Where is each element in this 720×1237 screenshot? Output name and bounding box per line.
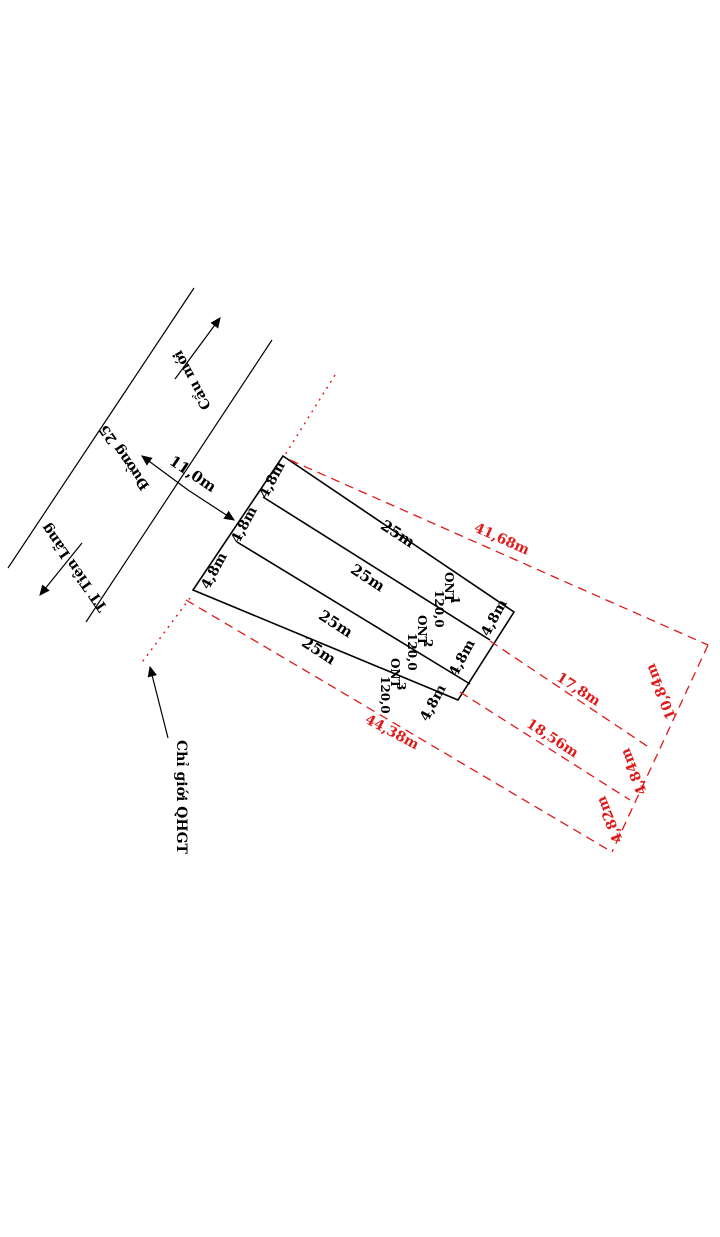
tien-lang-label: TT Tiên Lãng <box>37 520 111 615</box>
dim-side2-label: 4,84m <box>618 746 651 798</box>
svg-text:3: 3 <box>394 682 408 690</box>
svg-text:120,0: 120,0 <box>432 590 446 628</box>
dim-top-label: 41,68m <box>472 520 532 559</box>
arrow-to-new-bridge <box>174 317 221 380</box>
new-bridge-label: Cầu mới <box>169 348 214 413</box>
dim-side3-label: 4,82m <box>594 794 627 846</box>
road-width-arrow-left <box>141 455 189 491</box>
dim-line-mid1 <box>489 640 651 749</box>
svg-text:1: 1 <box>448 596 462 604</box>
dim-line-mid2 <box>459 691 631 801</box>
lot3-code: ONT 3 120,0 <box>378 658 408 714</box>
lot2-length: 25m <box>347 560 388 595</box>
lot-divider-2-3 <box>236 541 471 685</box>
lot2-code: ONT 2 120,0 <box>405 615 435 671</box>
lot1-code: ONT 1 120,0 <box>432 572 462 628</box>
svg-text:2: 2 <box>421 639 435 647</box>
svg-text:ONT: ONT <box>388 658 402 688</box>
lot3-front-width: 4,8m <box>198 550 231 592</box>
svg-text:120,0: 120,0 <box>405 633 419 671</box>
lot-divider-1-2 <box>262 496 491 641</box>
planning-boundary-label: Chỉ giới QHGT <box>173 740 190 855</box>
svg-text:ONT: ONT <box>442 572 456 602</box>
dim-bottom-label: 44,38m <box>362 712 421 754</box>
road-edge-inner <box>85 339 273 623</box>
lot1-front-width: 4,8m <box>256 459 289 501</box>
lot3-back-width: 4,8m <box>417 682 450 724</box>
boundary-pointer-arrow <box>147 665 169 739</box>
road-edge-outer <box>7 287 195 569</box>
planning-boundary-bottom <box>139 597 191 666</box>
dim-side-label: 10,84m <box>643 661 680 722</box>
road-width-arrow-right <box>187 489 236 521</box>
lot1-length: 25m <box>377 516 418 551</box>
bottom-length: 25m <box>298 633 339 668</box>
dim-mid1-label: 17,8m <box>553 670 603 710</box>
planning-boundary-top <box>284 374 336 456</box>
dim-line-top <box>289 459 709 646</box>
lot1-back-width: 4,8m <box>478 597 511 639</box>
lots-outline <box>191 454 516 701</box>
dim-mid2-label: 18,56m <box>523 716 581 761</box>
svg-text:120,0: 120,0 <box>378 676 392 714</box>
arrow-to-tien-lang <box>39 542 83 596</box>
svg-text:ONT: ONT <box>415 615 429 645</box>
dim-line-right <box>611 644 709 853</box>
dim-line-bottom <box>185 599 613 853</box>
lot2-back-width: 4,8m <box>446 637 479 679</box>
lot2-front-width: 4,8m <box>228 504 261 546</box>
